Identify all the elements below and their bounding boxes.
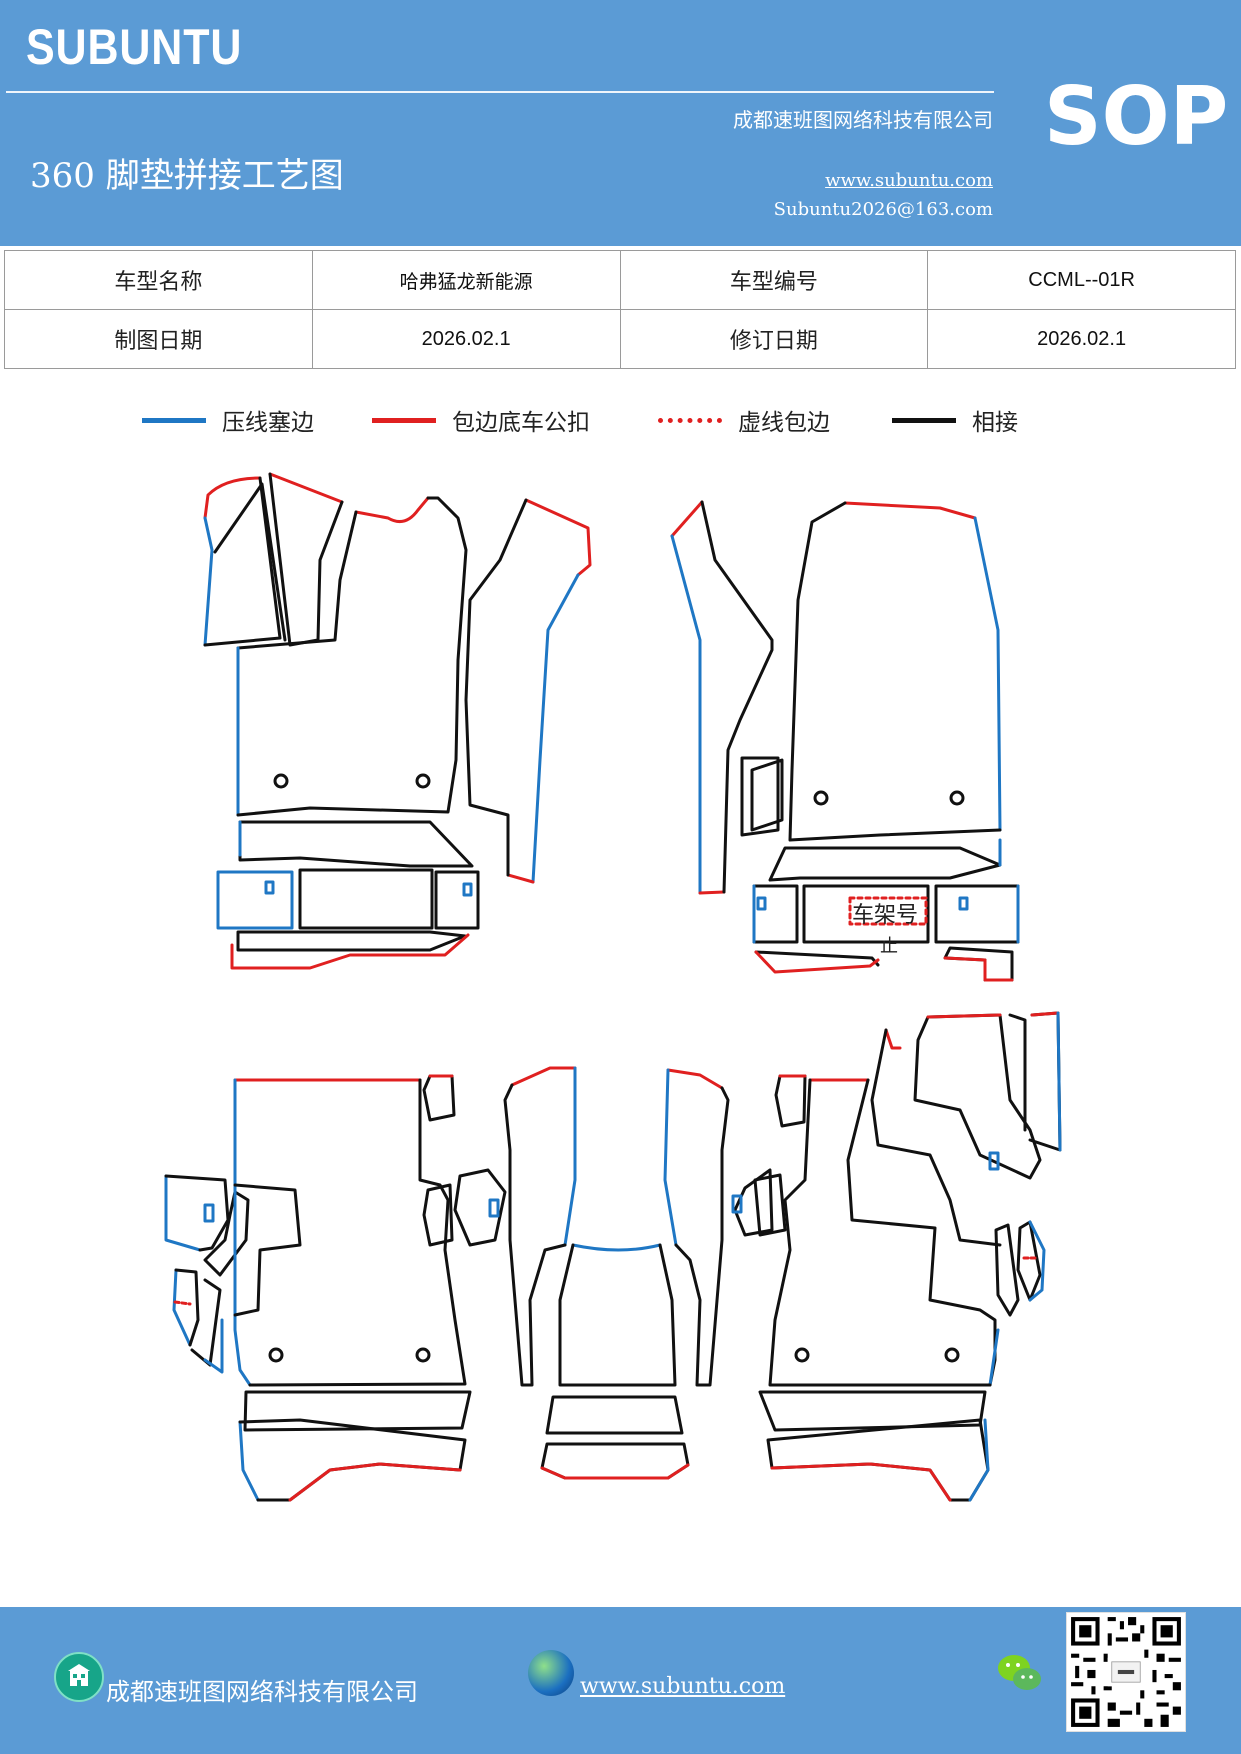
revision-date-label: 修订日期 [619,309,929,369]
model-name-value: 哈弗猛龙新能源 [311,250,621,310]
header-email: Subuntu2026@163.com [773,199,993,220]
vehicle-info-table: 车型名称 哈弗猛龙新能源 车型编号 CCML--01R 制图日期 2026.02… [4,250,1236,369]
mat-group-bottom-right [663,1011,1062,1502]
draw-date-label: 制图日期 [4,309,313,369]
sop-badge: SOP [1044,70,1229,163]
model-code-label: 车型编号 [619,250,929,310]
draw-date-value: 2026.02.1 [311,309,621,369]
legend-item-join: 相接 [892,400,1018,440]
table-row: 车型名称 哈弗猛龙新能源 车型编号 CCML--01R [4,250,1236,310]
legend-item-wrap: 包边底车公扣 [372,400,590,440]
legend-item-dotted-wrap: 虚线包边 [658,400,830,440]
brand-logo: SUBUNTU [26,19,243,75]
mat-group-bottom-left [164,1066,577,1502]
legend-label: 相接 [972,410,1018,436]
page-title: 360 脚垫拼接工艺图 [30,156,344,196]
legend-label: 虚线包边 [738,410,830,436]
floor-mat-diagram: 车架号 止 [164,472,1062,1502]
frame-number-stop: 止 [880,936,898,957]
header-website-link[interactable]: www.subuntu.com [825,170,993,191]
mat-group-bottom-center [540,1243,690,1480]
legend-swatch [892,417,956,423]
legend-swatch [372,417,436,423]
globe-icon [528,1650,574,1696]
legend-swatch [658,417,722,423]
header-divider [6,91,994,93]
legend-item-press: 压线塞边 [142,400,314,440]
mat-group-top-left [203,472,592,970]
building-icon [54,1652,104,1702]
legend-label: 包边底车公扣 [452,410,590,436]
header-banner: SUBUNTU 成都速班图网络科技有限公司 360 脚垫拼接工艺图 www.su… [0,0,1241,246]
mat-group-top-right: 车架号 止 [670,500,1020,982]
qr-code[interactable] [1066,1612,1186,1732]
legend-swatch [142,417,206,423]
model-name-label: 车型名称 [4,250,313,310]
footer-company: 成都速班图网络科技有限公司 [106,1678,418,1706]
footer-website-link[interactable]: www.subuntu.com [580,1674,786,1699]
wechat-icon[interactable] [996,1652,1044,1700]
legend-label: 压线塞边 [222,410,314,436]
header-company: 成都速班图网络科技有限公司 [733,108,993,132]
frame-number-label: 车架号 [852,903,918,928]
model-code-value: CCML--01R [927,250,1236,310]
revision-date-value: 2026.02.1 [927,309,1236,369]
table-row: 制图日期 2026.02.1 修订日期 2026.02.1 [4,309,1236,369]
